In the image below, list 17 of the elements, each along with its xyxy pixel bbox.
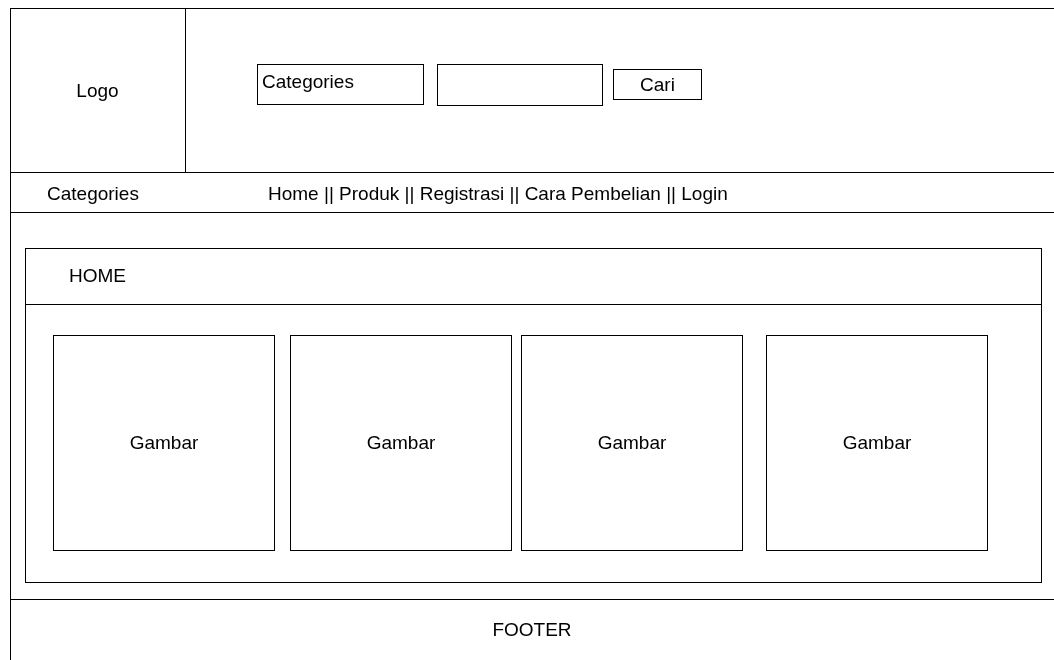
nav-category-label: Categories xyxy=(47,183,139,205)
placeholder-caption: Gambar xyxy=(597,432,667,454)
product-card xyxy=(290,335,512,551)
search-button: Cari xyxy=(613,69,702,100)
placeholder-caption: Gambar xyxy=(129,432,199,454)
cell-caption: Logo xyxy=(76,79,119,102)
placeholder-caption: Gambar xyxy=(842,432,912,454)
home-panel xyxy=(25,248,1042,583)
product-card xyxy=(53,335,275,551)
placeholder-caption: Gambar xyxy=(366,432,436,454)
footer-text: FOOTER xyxy=(492,619,572,641)
search-field xyxy=(437,64,603,106)
product-card xyxy=(521,335,743,551)
product-card xyxy=(766,335,988,551)
category-dropdown: Categories xyxy=(257,64,424,105)
nav-menu-links: Home || Produk || Registrasi || Cara Pembelian || Login xyxy=(268,183,728,205)
panel-heading: HOME xyxy=(69,265,126,287)
